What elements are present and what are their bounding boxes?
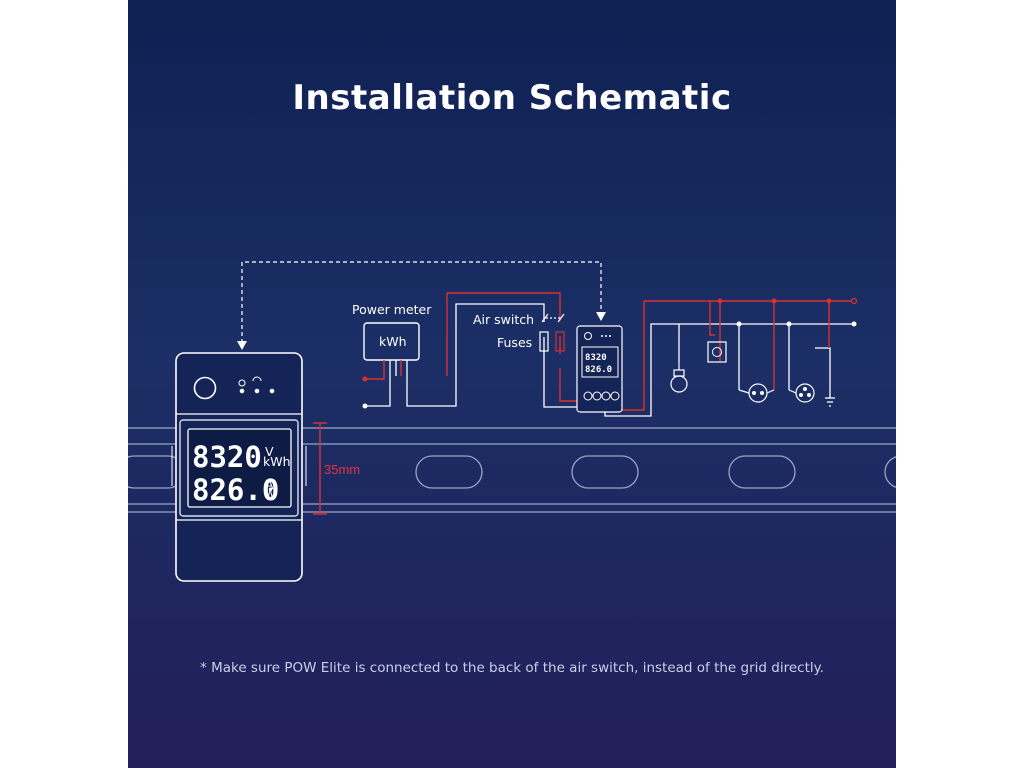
small-display-top-value: 8320 xyxy=(585,353,607,363)
display-bottom-unit-upper: A xyxy=(265,477,274,492)
power-meter-box xyxy=(363,322,420,361)
display-top-unit-upper: V xyxy=(265,444,274,459)
fuses-label: Fuses xyxy=(497,335,532,350)
power-button-icon xyxy=(193,376,217,400)
rail-dimension-marker xyxy=(313,422,327,515)
lcd-display xyxy=(187,428,292,508)
display-top-value: 8320 xyxy=(192,440,262,474)
junction-dot xyxy=(736,321,742,327)
power-meter-unit: kWh xyxy=(379,334,407,349)
junction-dot xyxy=(717,298,723,304)
rail-slot xyxy=(415,455,483,489)
arrow-head-icon xyxy=(596,312,606,321)
terminal-dot xyxy=(851,321,857,327)
small-pow-device xyxy=(576,325,623,413)
display-bottom-unit-lower: W xyxy=(264,487,276,502)
display-bottom-value: 826.0 xyxy=(192,473,279,507)
neutral-wiring xyxy=(365,303,854,417)
fuse-icon xyxy=(539,331,549,352)
earthed-socket-icon xyxy=(788,383,815,403)
dashed-connection xyxy=(241,261,602,343)
fuse-icon xyxy=(555,331,565,352)
air-switch-label: Air switch xyxy=(473,312,534,327)
junction-dot xyxy=(786,321,792,327)
junction-dot xyxy=(771,298,777,304)
terminal-dot xyxy=(850,297,858,305)
rail-clip-ticks xyxy=(171,446,307,486)
wall-switch-icon xyxy=(707,341,727,363)
socket-icon xyxy=(738,383,775,403)
power-meter-label: Power meter xyxy=(352,302,432,317)
rail-dimension-label: 35mm xyxy=(324,462,360,477)
rail-slot xyxy=(571,455,639,489)
pow-elite-device xyxy=(171,352,307,582)
installation-diagram: 35mm 8320 xyxy=(128,261,896,582)
light-bulb-icon xyxy=(670,362,688,393)
schematic-panel: Installation Schematic 35mm xyxy=(128,0,896,768)
wall-switch-button-icon xyxy=(712,347,722,357)
status-icons xyxy=(238,376,275,394)
junction-dot xyxy=(826,298,832,304)
air-switch-symbol xyxy=(541,313,565,323)
small-display-bottom-value: 826.0 xyxy=(585,365,612,375)
rail-slot xyxy=(728,455,796,489)
page-title: Installation Schematic xyxy=(292,78,732,118)
terminal-dot xyxy=(362,403,368,409)
rail-slot xyxy=(884,456,896,488)
terminal-dot xyxy=(362,376,368,382)
display-top-unit-lower: kWh xyxy=(263,454,291,469)
installation-note: * Make sure POW Elite is connected to th… xyxy=(200,660,824,676)
arrow-head-icon xyxy=(237,341,247,350)
